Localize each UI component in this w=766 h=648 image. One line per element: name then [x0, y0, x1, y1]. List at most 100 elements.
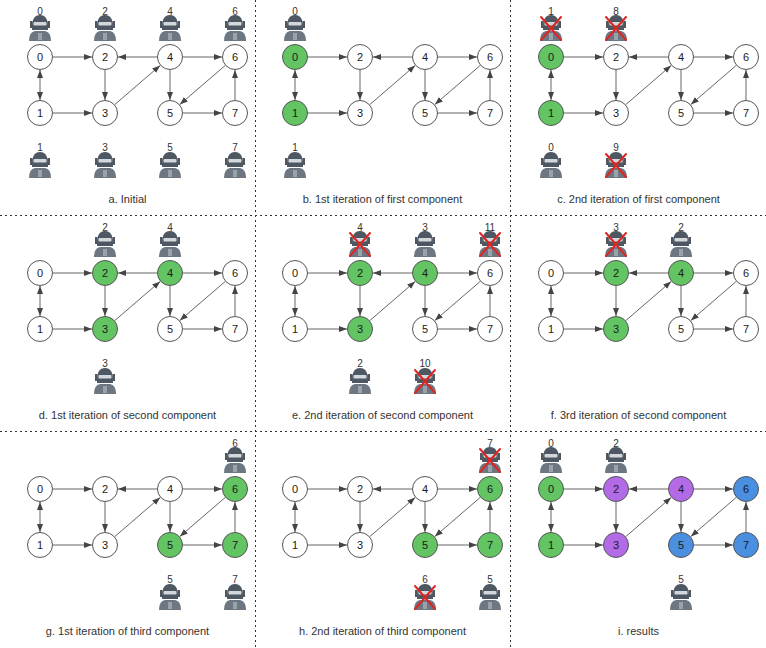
vertex-number: 4: [422, 483, 428, 496]
robot-icon: [670, 584, 692, 610]
robot-label: 8: [596, 1, 636, 13]
directed-edge: [373, 57, 412, 58]
directed-edge: [373, 273, 412, 274]
directed-edge: [53, 57, 92, 58]
vertex-number: 4: [678, 483, 684, 496]
directed-edge: [115, 65, 160, 104]
vertex-number: 2: [613, 51, 619, 64]
panel-caption: b. 1st iteration of first component: [255, 192, 510, 206]
panel-divider: [0, 215, 766, 216]
vertex-number: 0: [37, 483, 43, 496]
graph-vertex: 6: [733, 44, 759, 70]
vertex-number: 7: [743, 323, 749, 336]
robot-number: 10: [419, 358, 430, 369]
robot-icon: [94, 152, 116, 178]
graph-vertex: 1: [27, 316, 53, 342]
graph-vertex: 4: [412, 476, 438, 502]
directed-edge: [438, 57, 477, 58]
directed-edge: [40, 286, 41, 316]
robot-number: 2: [613, 438, 619, 449]
graph-vertex: 0: [27, 476, 53, 502]
directed-edge: [183, 545, 222, 546]
robot-number: 5: [678, 574, 684, 585]
robot-label: 6: [405, 569, 445, 581]
robot-label: 9: [596, 137, 636, 149]
directed-edge: [681, 502, 682, 532]
robot-number: 6: [232, 438, 238, 449]
robot-label: 1: [275, 137, 315, 149]
robot-icon: [159, 231, 181, 257]
robot-icon: [94, 15, 116, 41]
directed-edge: [118, 273, 157, 274]
graph-vertex: 4: [157, 476, 183, 502]
robot-icon: [479, 584, 501, 610]
robot-label: 2: [596, 433, 636, 445]
robot-label: 4: [150, 217, 190, 229]
directed-edge: [425, 70, 426, 100]
robot-icon: [540, 15, 562, 41]
graph-vertex: 1: [27, 532, 53, 558]
robot-icon: [605, 447, 627, 473]
robot-label: 5: [150, 137, 190, 149]
directed-edge: [616, 70, 617, 100]
graph-vertex: 7: [733, 316, 759, 342]
directed-edge: [308, 57, 347, 58]
graph-vertex: 3: [347, 532, 373, 558]
robot-label: 7: [215, 569, 255, 581]
robot-label: 11: [470, 217, 510, 229]
directed-edge: [691, 497, 736, 536]
robot-number: 3: [102, 142, 108, 153]
graph-vertex: 6: [733, 260, 759, 286]
graph-vertex: 6: [222, 44, 248, 70]
step-panel: i. results02461357: [511, 432, 766, 648]
graph-vertex: 4: [157, 260, 183, 286]
directed-edge: [435, 281, 480, 320]
vertex-number: 0: [548, 483, 554, 496]
panel-divider: [0, 431, 766, 432]
directed-edge: [438, 329, 477, 330]
directed-edge: [425, 502, 426, 532]
graph-vertex: 0: [538, 476, 564, 502]
directed-edge: [235, 286, 236, 316]
vertex-number: 3: [357, 107, 363, 120]
step-panel: b. 1st iteration of first component02461…: [255, 0, 510, 216]
directed-edge: [308, 329, 347, 330]
graph-vertex: 3: [92, 100, 118, 126]
directed-edge: [564, 329, 603, 330]
graph-vertex: 7: [222, 316, 248, 342]
robot-label: 4: [340, 217, 380, 229]
graph-vertex: 5: [668, 100, 694, 126]
robot-icon: [414, 368, 436, 394]
directed-edge: [694, 329, 733, 330]
vertex-number: 3: [357, 539, 363, 552]
robot-label: 7: [215, 137, 255, 149]
graph-vertex: 7: [477, 532, 503, 558]
vertex-number: 4: [678, 51, 684, 64]
vertex-number: 0: [292, 51, 298, 64]
graph-vertex: 2: [347, 44, 373, 70]
robot-label: 2: [661, 217, 701, 229]
robot-icon: [29, 15, 51, 41]
graph-vertex: 4: [668, 476, 694, 502]
robot-icon: [479, 231, 501, 257]
directed-edge: [694, 113, 733, 114]
directed-edge: [626, 281, 671, 320]
robot-label: 6: [215, 1, 255, 13]
vertex-number: 7: [743, 107, 749, 120]
directed-edge: [183, 273, 222, 274]
graph-vertex: 2: [92, 260, 118, 286]
directed-edge: [180, 497, 225, 536]
directed-edge: [40, 70, 41, 100]
robot-icon: [414, 231, 436, 257]
graph-vertex: 5: [668, 316, 694, 342]
graph-vertex: 7: [477, 316, 503, 342]
vertex-number: 4: [422, 51, 428, 64]
directed-edge: [183, 57, 222, 58]
cross-mark: [606, 233, 626, 256]
directed-edge: [118, 57, 157, 58]
robot-number: 8: [613, 6, 619, 17]
robot-number: 6: [232, 6, 238, 17]
vertex-number: 5: [167, 323, 173, 336]
vertex-number: 5: [678, 107, 684, 120]
graph-vertex: 3: [92, 532, 118, 558]
